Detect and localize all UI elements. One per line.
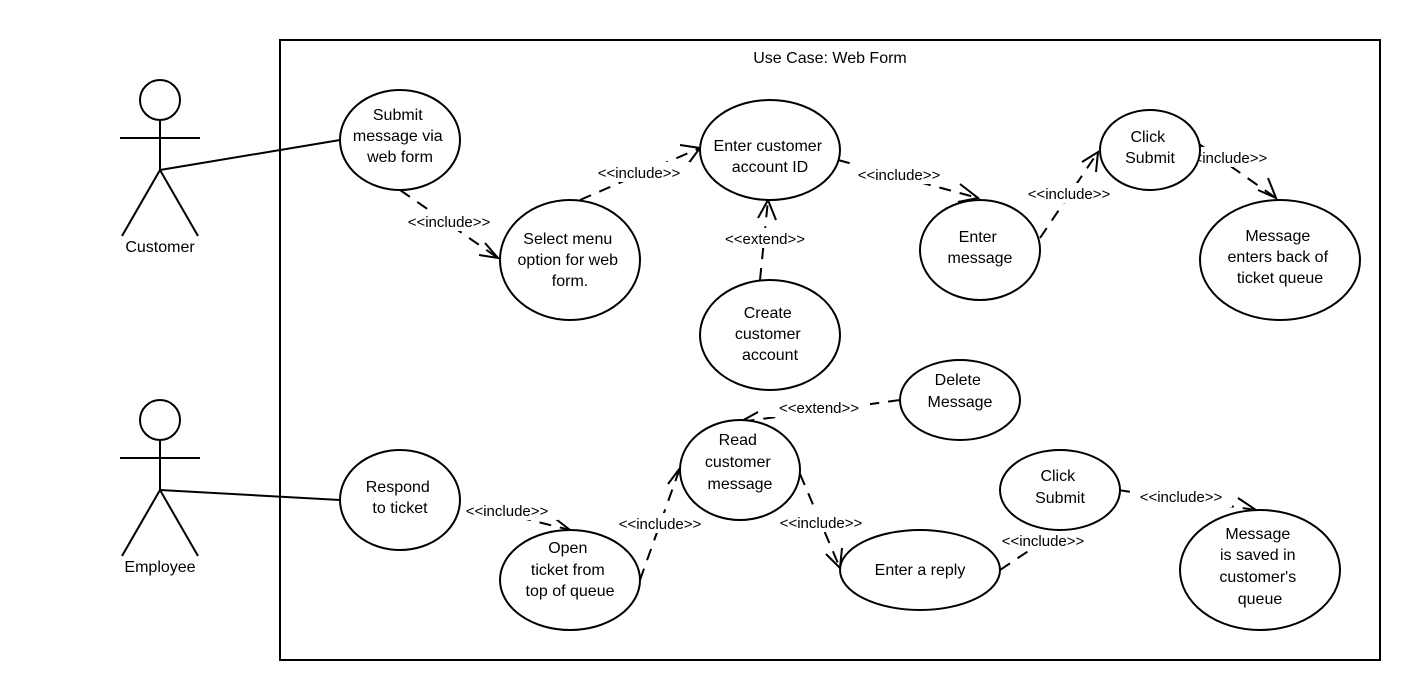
actor-employee-label: Employee <box>124 559 195 576</box>
svg-text:Enter a reply: Enter a reply <box>875 562 966 579</box>
use-case-create-account: Create customer account <box>699 279 841 391</box>
svg-text:Message is saved in: Message is saved in customer's queue <box>1219 526 1300 608</box>
relation-read-enter-reply: <<include>> <box>770 473 872 571</box>
relation-label: <<include>> <box>780 515 863 532</box>
use-case-enter-reply: Enter a reply <box>839 529 1001 611</box>
relation-label: <<extend>> <box>779 400 859 417</box>
relation-submit-select: <<include>> <box>398 189 501 260</box>
use-case-select-menu: Select menu option for web form. <box>499 199 641 321</box>
association-customer-submit <box>159 139 341 171</box>
svg-text:Delete Message: Delete Message <box>928 372 993 411</box>
relation-label: <<include>> <box>1140 489 1223 506</box>
svg-text:Open ticket from t: Open ticket from top of queue <box>526 540 615 600</box>
relation-click-submit-queue: <<include>> <box>1176 141 1278 200</box>
relation-label: <<include>> <box>1028 186 1111 203</box>
svg-text:Message enters back of: Message enters back of ticket queue <box>1228 228 1333 287</box>
use-case-message-saved: Message is saved in customer's queue <box>1179 509 1341 631</box>
svg-text:Select menu option for w: Select menu option for web form. <box>518 231 623 290</box>
svg-text:Respond to ticket: Respond to ticket <box>366 479 435 517</box>
actor-employee: Employee <box>120 399 200 576</box>
use-case-delete-message: Delete Message <box>899 359 1021 441</box>
use-case-enter-account-id: Enter customer account ID <box>699 99 841 201</box>
use-case-enter-message: Enter message <box>919 199 1041 301</box>
relation-respond-open: <<include>> <box>456 500 573 533</box>
actor-customer-label: Customer <box>125 239 195 256</box>
relation-click-submit-saved: <<include>> <box>1117 487 1259 515</box>
relation-label: <<include>> <box>858 167 941 184</box>
relation-account-enter-message: <<include>> <box>837 159 981 203</box>
use-case-open-ticket: Open ticket from top of queue <box>499 529 641 631</box>
relation-label: <<include>> <box>408 214 491 231</box>
svg-text:Create customer ac: Create customer account <box>735 305 805 364</box>
use-case-message-enters-queue: Message enters back of ticket queue <box>1199 199 1361 321</box>
relation-label: <<include>> <box>1185 150 1268 167</box>
relation-label: <<include>> <box>466 503 549 520</box>
association-employee-respond <box>159 489 341 501</box>
svg-text:Enter customer account I: Enter customer account ID <box>714 138 827 176</box>
relation-label: <<extend>> <box>725 231 805 248</box>
system-title: Use Case: Web Form <box>753 50 907 67</box>
svg-text:Click Submit: Click Submit <box>1125 129 1175 167</box>
relation-reply-click-submit: <<include>> <box>992 529 1094 571</box>
svg-text:Click Submit: Click Submit <box>1035 468 1085 507</box>
svg-text:Submit message via: Submit message via web form <box>353 107 447 166</box>
use-case-respond-ticket: Respond to ticket <box>339 449 461 551</box>
relation-delete-extend-read: <<extend>> <box>737 397 901 430</box>
system-boundary <box>279 39 1381 661</box>
use-case-read-message: Read customer message <box>679 419 801 521</box>
relation-label: <<include>> <box>598 165 681 182</box>
relation-open-read: <<include>> <box>609 465 711 581</box>
svg-text:Enter message: Enter message <box>948 229 1013 267</box>
relation-label: <<include>> <box>1002 533 1085 550</box>
relation-enter-message-click-submit: <<include>> <box>1018 150 1120 239</box>
svg-text:Read customer mess: Read customer message <box>705 432 775 493</box>
relation-select-enter-account: <<include>> <box>579 144 702 201</box>
use-case-submit-message: Submit message via web form <box>339 89 461 191</box>
relation-label: <<include>> <box>619 516 702 533</box>
use-case-click-submit-bottom: Click Submit <box>999 449 1121 531</box>
use-case-click-submit-top: Click Submit <box>1099 109 1201 191</box>
relation-create-extend-account: <<extend>> <box>714 197 816 281</box>
actor-customer: Customer <box>120 79 200 256</box>
